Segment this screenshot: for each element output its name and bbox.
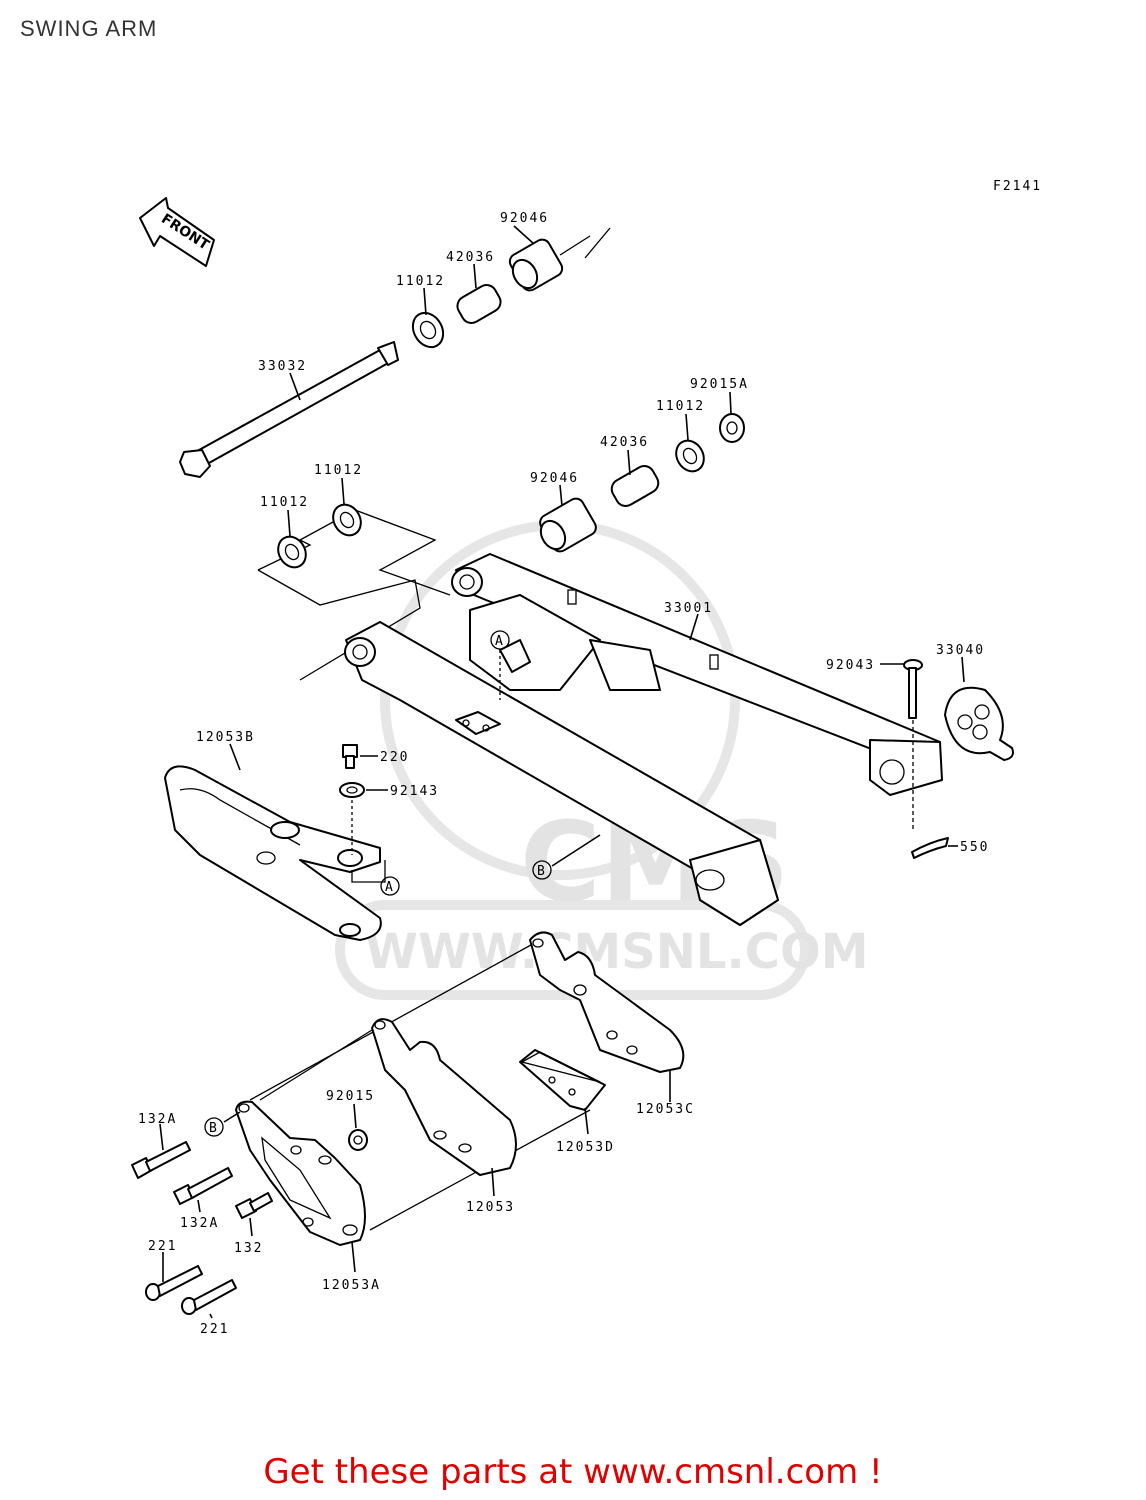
label-33032: 33032	[258, 359, 307, 374]
callout-a-arm: A	[495, 634, 505, 649]
label-92046-top: 92046	[500, 211, 549, 226]
label-12053: 12053	[466, 1200, 515, 1215]
part-220-bolt	[342, 744, 358, 769]
label-92015: 92015	[326, 1089, 375, 1104]
part-92015-nut	[348, 1129, 368, 1151]
part-12053d-guide-block	[519, 1049, 606, 1111]
label-33001: 33001	[664, 601, 713, 616]
part-11012-top	[411, 311, 445, 349]
footer-cta: Get these parts at www.cmsnl.com !	[0, 1452, 1146, 1492]
part-42036-top	[456, 284, 502, 324]
label-132a-top: 132A	[138, 1112, 177, 1127]
label-92015a: 92015A	[690, 377, 749, 392]
label-33040: 33040	[936, 643, 985, 658]
part-221-screw-top	[145, 1265, 203, 1301]
label-92043: 92043	[826, 658, 875, 673]
right-bearing-group: 92015A 11012 42036 92046	[530, 377, 749, 553]
part-11012-right	[675, 439, 705, 473]
label-11012-top: 11012	[396, 274, 445, 289]
page-title: SWING ARM	[20, 16, 158, 41]
watermark-url-text: WWW.CMSNL.COM	[365, 924, 869, 980]
label-11012-right: 11012	[656, 399, 705, 414]
part-132a-bolt-mid	[173, 1167, 233, 1205]
part-33040-adjuster	[944, 686, 1014, 761]
part-92015a-nut	[719, 413, 745, 443]
label-12053d: 12053D	[556, 1140, 615, 1155]
footer-link[interactable]: Get these parts at www.cmsnl.com !	[263, 1452, 883, 1492]
label-92046-mid: 92046	[530, 471, 579, 486]
part-12053a-guard-plate	[235, 1100, 366, 1246]
label-12053a: 12053A	[322, 1278, 381, 1293]
label-11012-mid: 11012	[314, 463, 363, 478]
chain-slider-group: 12053B 220 92143 A	[164, 730, 439, 941]
label-42036-mid: 42036	[600, 435, 649, 450]
part-12053-guide-plate	[371, 1018, 517, 1176]
axle-adjuster-group: 92043 33040 550	[826, 643, 1014, 859]
part-132a-bolt-top	[131, 1141, 191, 1179]
part-92046-mid	[539, 497, 597, 553]
part-42036-mid	[610, 465, 660, 507]
part-550-cotter-pin	[911, 837, 949, 859]
part-92046-top	[508, 238, 564, 292]
pivot-shaft-group: 92046 42036 11012 33032	[179, 211, 611, 478]
callout-a-slider: A	[385, 880, 395, 895]
part-11012-mid	[332, 503, 362, 537]
callout-b-guide: B	[209, 1121, 219, 1136]
part-33001-swing-arm: 33001 A B	[344, 553, 943, 926]
chain-guide-group: 12053C 12053D 12053 120	[131, 931, 695, 1337]
label-12053b: 12053B	[196, 730, 255, 745]
figure-code: F2141	[993, 179, 1042, 194]
label-221-top: 221	[148, 1239, 177, 1254]
part-92143-collar	[339, 782, 365, 798]
part-33032-shaft	[179, 341, 399, 478]
part-92043-pin	[903, 659, 923, 719]
label-220: 220	[380, 750, 409, 765]
label-11012-left: 11012	[260, 495, 309, 510]
label-12053c: 12053C	[636, 1102, 695, 1117]
part-221-screw-bottom	[181, 1279, 237, 1315]
label-550: 550	[960, 840, 989, 855]
label-42036-top: 42036	[446, 250, 495, 265]
left-bearing-group: 11012 11012	[257, 463, 451, 681]
front-arrow-icon: FRONT	[139, 197, 215, 267]
label-92143: 92143	[390, 784, 439, 799]
part-12053c-guide-plate	[529, 931, 685, 1073]
part-11012-left	[277, 535, 307, 569]
part-132-bolt	[235, 1192, 273, 1219]
label-221-bottom: 221	[200, 1322, 229, 1337]
label-132a-mid: 132A	[180, 1216, 219, 1231]
callout-b-arm: B	[537, 864, 547, 879]
label-132: 132	[234, 1241, 263, 1256]
